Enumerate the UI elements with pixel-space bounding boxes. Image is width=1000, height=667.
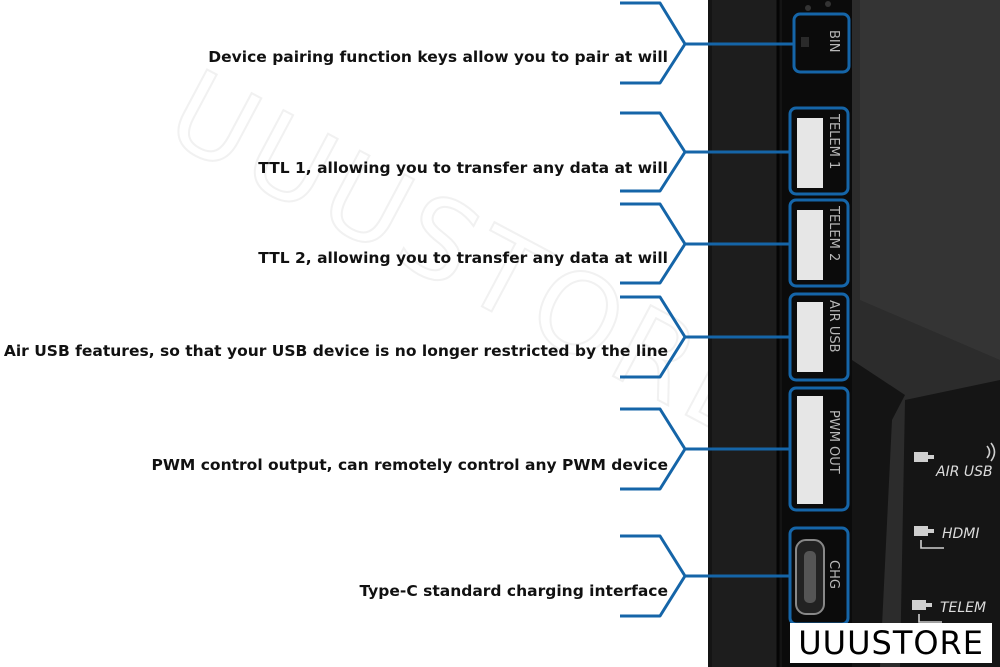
hdmi-cable-line xyxy=(920,540,944,549)
chg-socket-inner xyxy=(804,551,816,603)
ethernet-plug-icon xyxy=(914,452,934,462)
device-edge xyxy=(712,0,778,667)
callout-bracket-telem2 xyxy=(620,202,790,285)
airusb-socket xyxy=(797,302,823,372)
caption-charging: Type-C standard charging interface xyxy=(359,582,668,600)
caption-pairing: Device pairing function keys allow you t… xyxy=(208,48,668,66)
side-panel-labels: AIR USB HDMI TELEM xyxy=(912,442,996,623)
bin-button xyxy=(801,37,809,47)
telem2-socket xyxy=(797,210,823,280)
telem-cable-line xyxy=(918,614,942,623)
callout-bracket-chg xyxy=(620,534,790,618)
port-label-chg: CHG xyxy=(826,560,841,589)
panel-label-telem: TELEM xyxy=(940,600,986,616)
hdmi-plug-icon xyxy=(914,526,934,536)
port-labels: BIN TELEM 1 TELEM 2 AIR USB PWM OUT CHG xyxy=(826,30,841,589)
pwm-socket xyxy=(797,396,823,504)
telem-plug-icon xyxy=(912,600,932,610)
port-sockets xyxy=(795,37,825,615)
caption-air-usb: Air USB features, so that your USB devic… xyxy=(3,342,668,360)
callout-bracket-telem1 xyxy=(620,111,790,193)
panel-label-hdmi: HDMI xyxy=(942,526,980,542)
wireless-signal-icon xyxy=(986,442,996,462)
port-label-pwm: PWM OUT xyxy=(826,410,841,474)
caption-pwm: PWM control output, can remotely control… xyxy=(151,456,668,474)
side-panel-lower xyxy=(900,380,1000,667)
port-label-telem2: TELEM 2 xyxy=(826,205,841,261)
side-panel-upper xyxy=(860,0,1000,360)
callout-bracket-pwm xyxy=(620,407,790,491)
brand-logo: UUUSTORE xyxy=(790,623,992,663)
port-label-bin: BIN xyxy=(826,30,841,52)
caption-ttl1: TTL 1, allowing you to transfer any data… xyxy=(258,159,668,177)
callout-bracket-bin xyxy=(620,1,794,85)
screw-dot xyxy=(805,5,811,11)
port-label-telem1: TELEM 1 xyxy=(826,113,841,169)
screw-dot xyxy=(825,1,831,7)
device-body xyxy=(708,0,1000,667)
port-label-airusb: AIR USB xyxy=(826,300,841,353)
callout-lines xyxy=(620,1,794,618)
panel-label-airusb: AIR USB xyxy=(935,464,993,480)
telem1-socket xyxy=(797,118,823,188)
caption-ttl2: TTL 2, allowing you to transfer any data… xyxy=(258,249,668,267)
callout-bracket-airusb xyxy=(620,295,790,379)
